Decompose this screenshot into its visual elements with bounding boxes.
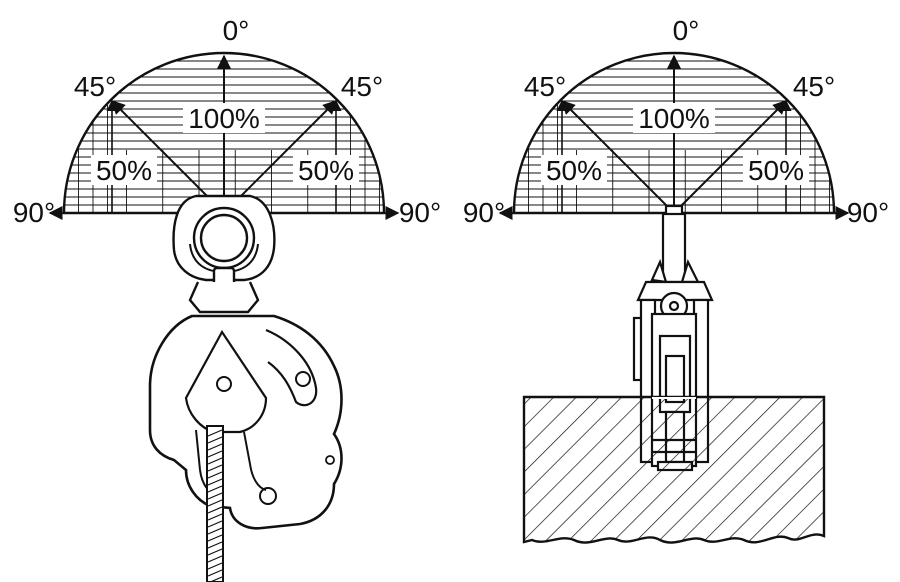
right-angle-chart: 0° 45° 45° 90° 90° 100% 50% 50%	[463, 14, 889, 228]
left-semicircle-outline	[62, 51, 386, 215]
plate-hatch-line	[207, 492, 223, 500]
plate-hatch-line	[207, 450, 223, 458]
plate-hatch-line	[207, 457, 223, 465]
right-arrow-45-left	[561, 100, 675, 214]
plate-hatch-line	[207, 534, 223, 542]
left-label-capacity-right: 50%	[298, 155, 354, 186]
plate-hatch-line	[207, 506, 223, 514]
plate-hatch-line	[207, 429, 223, 437]
right-semicircle-outline	[512, 51, 836, 215]
plate-hatch-line	[207, 436, 223, 444]
right-diagram: 0° 45° 45° 90° 90° 100% 50% 50%	[463, 14, 889, 544]
left-steel-plate	[206, 425, 224, 582]
right-label-capacity-left: 50%	[546, 155, 602, 186]
right-label-0: 0°	[673, 15, 700, 46]
right-label-45-left: 45°	[524, 71, 566, 102]
right-steel-block-shape	[522, 395, 826, 544]
plate-hatch-line	[207, 555, 223, 563]
left-shackle	[172, 194, 276, 314]
plate-hatch-line	[207, 499, 223, 507]
plate-hatch-line	[207, 485, 223, 493]
left-diagram: 0° 45° 45° 90° 90° 100% 50% 50%	[13, 14, 441, 582]
right-arrow-45-right	[673, 100, 787, 214]
left-label-capacity-left: 50%	[96, 155, 152, 186]
plate-hatch-line	[207, 520, 223, 528]
left-arrow-45-right	[223, 100, 337, 214]
left-clamp-body	[148, 314, 343, 530]
left-label-capacity-center: 100%	[188, 103, 260, 134]
plate-hatch-line	[207, 548, 223, 556]
right-label-90-right: 90°	[847, 197, 889, 228]
plate-hatch-line	[207, 569, 223, 577]
left-label-45-right: 45°	[341, 71, 383, 102]
right-label-45-right: 45°	[793, 71, 835, 102]
plate-hatch-line	[208, 576, 223, 582]
plate-hatch-line	[207, 478, 223, 486]
plate-hatch-line	[207, 541, 223, 549]
left-label-90-right: 90°	[399, 197, 441, 228]
plate-hatch-line	[207, 513, 223, 521]
left-angle-chart: 0° 45° 45° 90° 90° 100% 50% 50%	[13, 14, 441, 228]
plate-hatch-line	[207, 471, 223, 479]
left-arrow-45-left	[111, 100, 225, 214]
right-steel-block	[522, 395, 826, 544]
left-label-90-left: 90°	[13, 197, 55, 228]
right-label-capacity-right: 50%	[748, 155, 804, 186]
plate-hatch-line	[207, 443, 223, 451]
plate-hatch-line	[207, 562, 223, 570]
right-label-90-left: 90°	[463, 197, 505, 228]
plate-hatch-line	[207, 527, 223, 535]
left-label-0: 0°	[223, 15, 250, 46]
right-label-capacity-center: 100%	[638, 103, 710, 134]
left-label-45-left: 45°	[74, 71, 116, 102]
plate-hatch-line	[207, 464, 223, 472]
